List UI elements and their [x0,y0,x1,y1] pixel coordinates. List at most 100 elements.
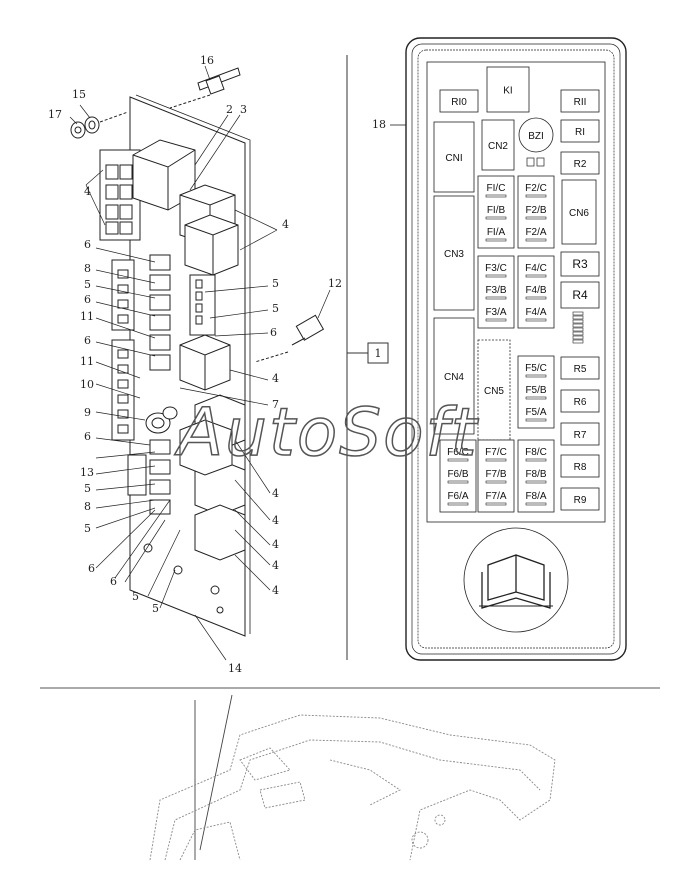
connector-cn4-label: CN4 [444,372,464,383]
relay-ri-box [560,119,600,143]
fuse-label: F7/C [485,447,507,458]
callout-c15: 15 [72,88,86,101]
fuse-label: F8/A [525,491,546,502]
fuse-slot [447,502,469,506]
fuse-label: FI/C [487,183,506,194]
coil-segment [572,331,584,336]
fuse-slot [485,480,507,484]
buzzer-pin-1 [526,157,535,167]
fuse-slot [525,396,547,400]
relay-r6-label: R6 [574,397,587,408]
fuse-slot [525,296,547,300]
relay-ri0-label: RI0 [451,97,467,108]
fuse-label: F7/B [485,469,506,480]
fuse-label: F4/C [525,263,547,274]
callout-c5a: 5 [84,278,91,291]
buzzer-circle [518,117,554,153]
callout-c10: 10 [80,378,94,391]
fuse-group-f3 [477,255,515,329]
fuse-slot [485,502,507,506]
coil-segment [572,323,584,328]
buzzer-pin-2 [536,157,545,167]
fuse-label: FI/B [487,205,506,216]
fuse-label: F6/A [447,491,468,502]
fuse-slot [525,502,547,506]
fuse-slot [485,296,507,300]
callout-c6a: 6 [84,238,91,251]
fuse-slot [447,480,469,484]
callout-c6b: 6 [84,293,91,306]
callout-c4a: 4 [84,185,91,198]
relay-ki-box [486,66,530,113]
fuse-slot [485,318,507,322]
relay-r9-box [560,487,600,511]
fuse-label: F3/A [485,307,506,318]
callout-c3: 3 [240,103,247,116]
fuse-label: F2/C [525,183,547,194]
fuse-slot [525,480,547,484]
panel-component-labels: RI0KIRIIRIR2R3R4R5R6R7R8R9CNICN2CN3CN4CN… [433,66,600,513]
connector-cn3-box [433,195,475,311]
fuse-label: FI/A [487,227,506,238]
relay-rii-label: RII [574,97,587,108]
fuse-label: F4/A [525,307,546,318]
relay-rii-box [560,89,600,113]
callout-c4d: 4 [272,487,279,500]
fuse-group-f5 [517,355,555,429]
relay-r2-label: R2 [574,159,587,170]
connector-cn2-box [481,119,515,171]
callout-c4e: 4 [272,514,279,527]
fuse-slot [485,238,507,242]
relay-r3-box [560,251,600,277]
fuse-slot [525,318,547,322]
fuse-slot [525,274,547,278]
callout-c5g: 5 [272,302,279,315]
relay-r2-box [560,151,600,175]
relay-ri-label: RI [575,127,585,138]
fuse-label: F8/C [525,447,547,458]
coil-segment [572,319,584,324]
connector-cn6-box [561,179,597,245]
callout-c5d: 5 [132,590,139,603]
fuse-slot [485,458,507,462]
relay-r4-box [560,281,600,309]
connector-cn5-label: CN5 [484,386,504,397]
watermark: AutoSoft [174,394,479,471]
callout-c7: 7 [272,398,279,411]
callout-c5c: 5 [84,522,91,535]
callout-c17: 17 [48,108,62,121]
fuse-slot [485,194,507,198]
fuse-slot [525,216,547,220]
fuse-label: F3/B [485,285,506,296]
standoff-part-12 [254,314,325,363]
coil-segment [572,339,584,344]
fuse-panel-cover [390,37,627,661]
relay-r4-label: R4 [572,288,588,302]
fuse-label: F2/A [525,227,546,238]
callout-c6e: 6 [88,562,95,575]
fuse-label: F7/A [485,491,506,502]
callout-c8b: 8 [84,500,91,513]
relay-r8-label: R8 [574,462,587,473]
fuse-label: F5/B [525,385,546,396]
fuse-group-f7 [477,439,515,513]
relay-ki-label: KI [503,86,512,97]
fuse-label: F5/C [525,363,547,374]
callout-c4g: 4 [272,559,279,572]
fuse-slot [485,274,507,278]
coil-segment [572,335,584,340]
callout-c5b: 5 [84,482,91,495]
callout-c16: 16 [200,54,214,67]
fuse-label: F4/B [525,285,546,296]
callout-leaders [69,65,331,661]
connector-cn2-label: CN2 [488,141,508,152]
callout-c4c: 4 [272,372,279,385]
reference-box-label: 1 [375,347,382,360]
fuse-group-f4 [517,255,555,329]
coil-segment [572,315,584,320]
callout-c9: 9 [84,406,91,419]
relay-r7-box [560,422,600,446]
fuse-group-f1 [477,175,515,249]
fuse-label: F6/C [447,447,469,458]
